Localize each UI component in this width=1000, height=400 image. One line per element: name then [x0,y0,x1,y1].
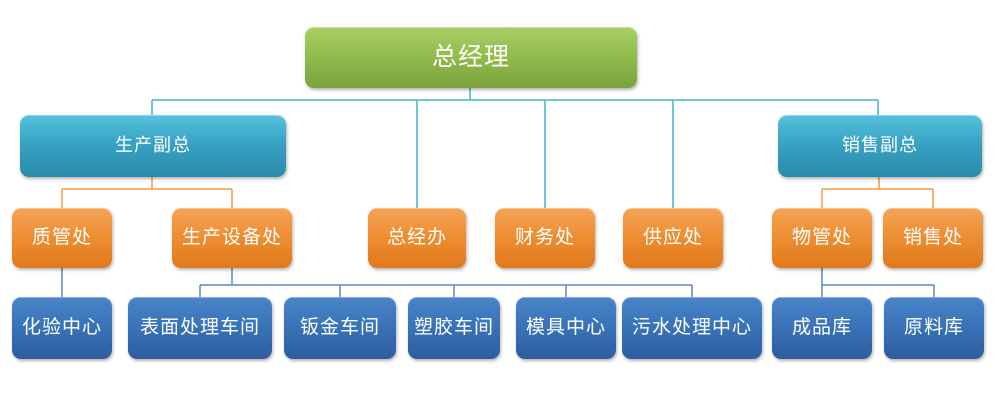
org-node-sales-dept[interactable]: 销售处 [883,208,983,268]
org-node-production-equipment-dept[interactable]: 生产设备处 [172,208,292,268]
org-node-label: 成品库 [791,316,852,339]
org-node-production-vp[interactable]: 生产副总 [20,115,286,177]
org-node-mold-center[interactable]: 模具中心 [516,297,616,359]
org-node-surface-treatment-workshop[interactable]: 表面处理车间 [128,297,272,359]
org-node-label: 物管处 [791,226,852,249]
org-node-label: 化验中心 [21,316,102,339]
org-node-label: 质管处 [31,226,92,249]
org-node-lab-center[interactable]: 化验中心 [12,297,112,359]
org-node-supply-dept[interactable]: 供应处 [623,208,723,268]
org-node-sheet-metal-workshop[interactable]: 钣金车间 [284,297,396,359]
connector-level3-blue [61,268,935,297]
org-node-label: 模具中心 [525,316,606,339]
org-node-label: 表面处理车间 [139,316,260,339]
connector-level1-teal [151,88,879,208]
org-node-label: 生产设备处 [181,226,282,249]
org-node-quality-dept[interactable]: 质管处 [12,208,112,268]
org-node-raw-material-warehouse[interactable]: 原料库 [884,297,984,359]
org-node-label: 销售副总 [842,134,918,156]
org-node-label: 生产副总 [115,134,191,156]
org-node-label: 销售处 [902,226,963,249]
org-node-label: 原料库 [903,316,964,339]
org-node-label: 污水处理中心 [631,316,752,339]
org-node-label: 钣金车间 [299,316,380,339]
org-node-wastewater-treatment-center[interactable]: 污水处理中心 [622,297,762,359]
connector-level2-orange [61,177,934,208]
org-node-label: 总经理 [431,42,510,72]
org-node-finished-goods-warehouse[interactable]: 成品库 [772,297,872,359]
org-node-label: 供应处 [642,226,703,249]
org-node-label: 财务处 [514,226,575,249]
org-node-label: 总经办 [386,226,447,249]
org-node-general-manager[interactable]: 总经理 [305,27,637,88]
org-node-finance-dept[interactable]: 财务处 [495,208,595,268]
org-node-material-management-dept[interactable]: 物管处 [772,208,872,268]
org-node-sales-vp[interactable]: 销售副总 [778,115,982,177]
org-node-gm-office[interactable]: 总经办 [368,208,466,268]
org-node-plastics-workshop[interactable]: 塑胶车间 [408,297,500,359]
org-node-label: 塑胶车间 [413,316,494,339]
